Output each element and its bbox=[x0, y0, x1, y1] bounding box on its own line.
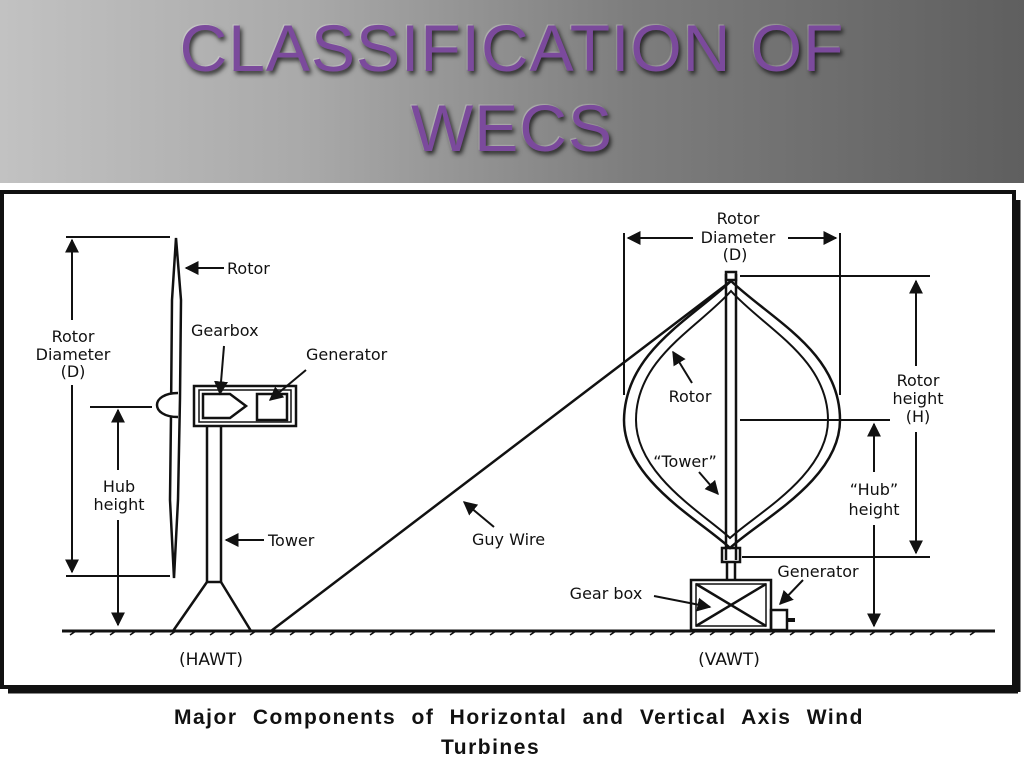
vawt-rotor-height-label-1: Rotor bbox=[897, 371, 940, 390]
hawt-rotor-diameter-label-3: (D) bbox=[61, 362, 86, 381]
hawt-rotor-label: Rotor bbox=[227, 259, 270, 278]
vawt-tower-pointer-arrow bbox=[698, 471, 719, 496]
hawt-rotor-blades bbox=[168, 237, 183, 579]
vawt-tower-label: “Tower” bbox=[653, 452, 717, 471]
vawt-hub-height-dimension bbox=[740, 419, 890, 628]
vawt-rotor-blade-inner bbox=[634, 289, 830, 540]
hawt-hub-height-label-1: Hub bbox=[103, 477, 135, 496]
figure-caption-line-1: Major Components of Horizontal and Verti… bbox=[174, 706, 864, 729]
title-banner: CLASSIFICATION OF WECS bbox=[0, 0, 1024, 183]
guy-wire-pointer-arrow bbox=[462, 501, 495, 528]
hawt-hub-height-label-2: height bbox=[94, 495, 145, 514]
hawt-gearbox-label: Gearbox bbox=[191, 321, 259, 340]
hawt-hub-height-dimension bbox=[90, 406, 152, 627]
slide-title: CLASSIFICATION OF WECS bbox=[0, 8, 1024, 168]
gearbox-pointer-arrow bbox=[214, 345, 229, 396]
hawt-generator-label: Generator bbox=[306, 345, 388, 364]
vawt-rotor-label: Rotor bbox=[669, 387, 712, 406]
hawt-nacelle bbox=[192, 384, 298, 428]
hawt-label: (HAWT) bbox=[179, 650, 243, 670]
vawt-generator-label: Generator bbox=[777, 562, 859, 581]
guy-wire-label: Guy Wire bbox=[472, 530, 545, 549]
hawt-rotor-diameter-label-2: Diameter bbox=[36, 345, 111, 364]
figure-frame bbox=[0, 190, 1016, 689]
hawt-rotor-diameter-label-1: Rotor bbox=[52, 327, 95, 346]
vawt-label: (VAWT) bbox=[698, 650, 760, 670]
vawt-rotor-diameter-label-2: Diameter bbox=[701, 228, 776, 247]
slide-title-line-1: CLASSIFICATION OF bbox=[179, 11, 845, 85]
vawt-rotor-height-dimension bbox=[740, 275, 930, 558]
wind-turbine-diagram: Rotor Gearbox Generator Rotor Diameter (… bbox=[0, 190, 1021, 694]
vawt-rotor-height-label-3: (H) bbox=[906, 407, 931, 426]
vawt-rotor-diameter-label-1: Rotor bbox=[717, 209, 760, 228]
vawt-generator-pointer-arrow bbox=[779, 579, 804, 606]
vawt-gear-box-pointer-arrow bbox=[653, 595, 712, 612]
vawt-hub-height-label-1: “Hub” bbox=[850, 480, 898, 499]
generator-pointer-arrow bbox=[268, 369, 307, 401]
vawt-rotor-pointer-arrow bbox=[672, 350, 693, 384]
ground-line bbox=[62, 629, 995, 636]
guy-wire bbox=[270, 280, 732, 632]
vawt-turbine bbox=[622, 270, 842, 632]
hawt-tower-label: Tower bbox=[267, 531, 315, 550]
vawt-generator bbox=[769, 608, 795, 632]
hawt-tower-base bbox=[171, 581, 253, 632]
vawt-rotor-height-label-2: height bbox=[893, 389, 944, 408]
figure-caption-line-2: Turbines bbox=[441, 736, 541, 759]
vawt-gear-box-label: Gear box bbox=[570, 584, 643, 603]
slide-title-line-2: WECS bbox=[411, 91, 613, 165]
vawt-rotor-diameter-dimension bbox=[623, 231, 841, 395]
vawt-hub-height-label-2: height bbox=[849, 500, 900, 519]
hawt-hub bbox=[156, 391, 179, 419]
vawt-rotor-diameter-label-3: (D) bbox=[723, 245, 748, 264]
